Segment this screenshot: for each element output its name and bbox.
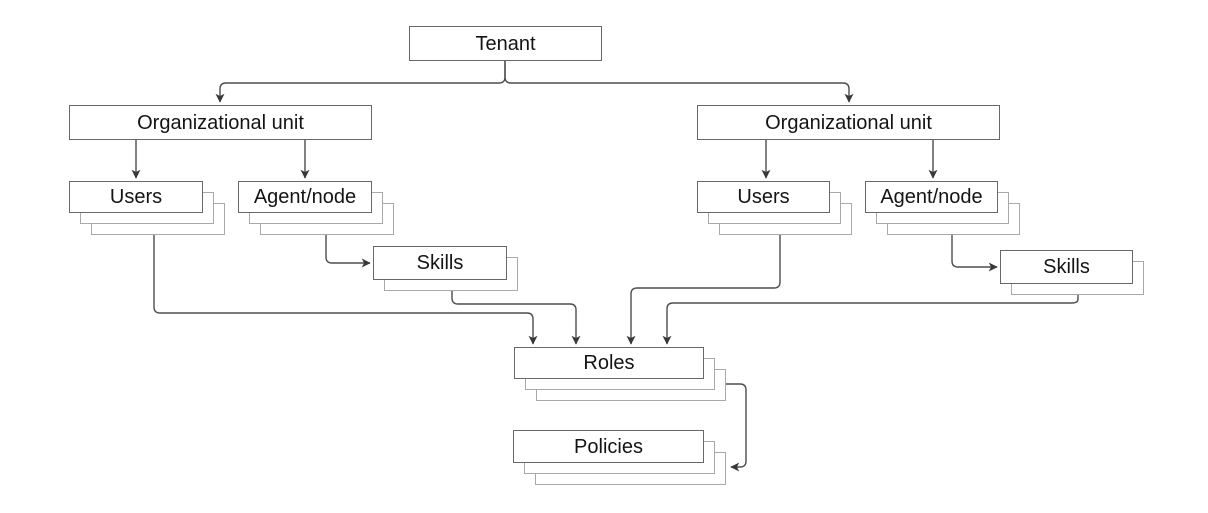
- node-ou-right: Organizational unit: [697, 105, 1000, 140]
- node-policies: Policies: [513, 430, 704, 463]
- node-roles: Roles: [514, 347, 704, 379]
- node-label-users-right: Users: [737, 186, 790, 208]
- edge-agent-right-to-skills-right: [951, 235, 998, 272]
- node-label-roles: Roles: [583, 352, 635, 374]
- node-label-skills-left: Skills: [416, 252, 464, 274]
- node-label-agent-right: Agent/node: [880, 186, 983, 208]
- node-label-tenant: Tenant: [475, 32, 536, 55]
- node-users-left: Users: [69, 181, 203, 213]
- edge-skills-left-to-roles: [451, 291, 581, 345]
- node-label-ou-left: Organizational unit: [137, 111, 304, 134]
- edge-roles-to-policies: [726, 383, 747, 472]
- node-skills-right: Skills: [1000, 250, 1133, 284]
- node-agent-left: Agent/node: [238, 181, 372, 213]
- node-skills-left: Skills: [373, 246, 507, 280]
- node-ou-left: Organizational unit: [69, 105, 372, 140]
- edge-skills-right-to-roles: [662, 295, 1079, 345]
- node-label-users-left: Users: [109, 186, 163, 208]
- node-label-skills-right: Skills: [1043, 256, 1090, 278]
- edge-users-right-to-roles: [626, 235, 781, 345]
- edge-agent-left-to-skills-left: [325, 235, 371, 268]
- node-label-agent-left: Agent/node: [253, 186, 357, 208]
- edge-tenant-to-ou-right: [504, 61, 854, 103]
- edge-users-left-to-roles: [153, 235, 538, 345]
- node-tenant: Tenant: [409, 26, 602, 61]
- node-label-ou-right: Organizational unit: [765, 111, 932, 134]
- node-label-policies: Policies: [574, 435, 643, 458]
- node-agent-right: Agent/node: [865, 181, 998, 213]
- node-users-right: Users: [697, 181, 830, 213]
